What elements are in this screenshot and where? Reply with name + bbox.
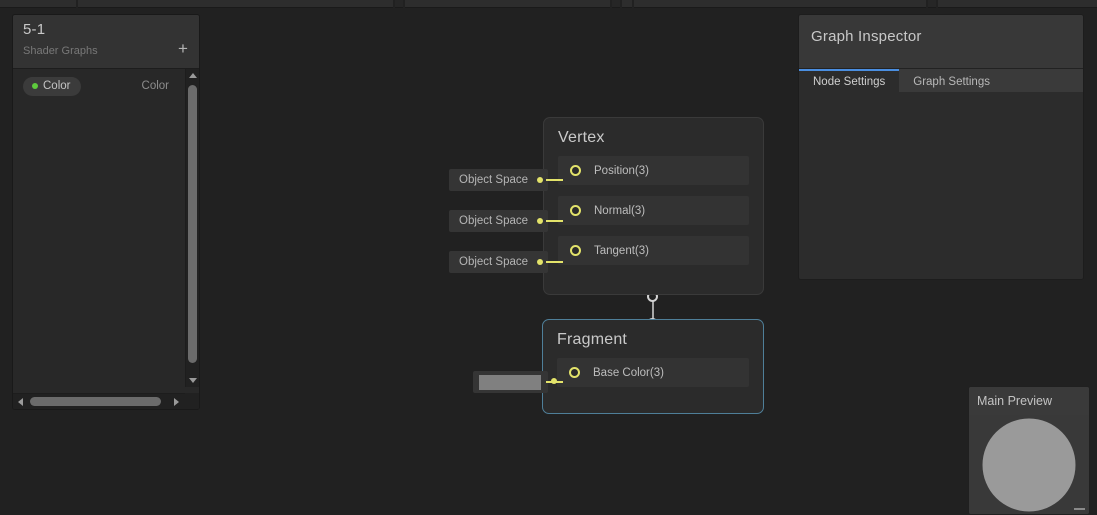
color-swatch[interactable] [479, 374, 541, 390]
port-connector-icon[interactable] [570, 244, 581, 256]
blackboard-property-list: Color Color [13, 69, 185, 97]
blackboard-header: 5-1 Shader Graphs + [13, 15, 199, 69]
add-property-button[interactable]: + [178, 39, 188, 58]
vertex-node[interactable]: Vertex Position(3) Normal(3) Tangent(3) [543, 117, 764, 295]
main-preview-title: Main Preview [977, 393, 1053, 408]
swatch-output-dot-icon[interactable] [551, 378, 557, 384]
property-type-label: Color [141, 80, 169, 92]
port-connector-icon[interactable] [569, 366, 580, 378]
tab-node-settings[interactable]: Node Settings [799, 69, 900, 92]
fragment-node-title: Fragment [557, 331, 628, 348]
horizontal-scroll-thumb[interactable] [30, 397, 161, 406]
base-color-swatch-field[interactable] [473, 371, 548, 393]
inspector-tab-bar[interactable]: Node Settings Graph Settings [799, 69, 1083, 92]
port-label: Base Color(3) [593, 366, 664, 379]
port-wire [546, 179, 563, 181]
toolbar-segment[interactable] [78, 0, 393, 8]
port-connector-icon[interactable] [570, 204, 581, 216]
inspector-content-area [799, 92, 1083, 279]
main-preview-viewport[interactable] [969, 415, 1089, 514]
toolbar-segment[interactable] [612, 0, 620, 8]
resize-handle[interactable] [1074, 508, 1085, 510]
main-preview-panel[interactable]: Main Preview [968, 386, 1090, 515]
toolbar-segment[interactable] [928, 0, 936, 8]
port-label: Normal(3) [594, 204, 646, 217]
toolbar-segment[interactable] [622, 0, 632, 8]
scrollbar-corner [185, 393, 199, 409]
blackboard-body[interactable]: Color Color [13, 69, 199, 409]
tangent-space-dropdown[interactable]: Object Space [449, 251, 548, 273]
port-row-normal[interactable]: Normal(3) [558, 196, 749, 225]
port-label: Tangent(3) [594, 244, 649, 257]
blackboard-horizontal-scrollbar[interactable] [13, 393, 199, 409]
dropdown-value: Object Space [459, 215, 529, 227]
graph-canvas[interactable]: 5-1 Shader Graphs + Color Color [0, 10, 1097, 515]
blackboard-panel[interactable]: 5-1 Shader Graphs + Color Color [12, 14, 200, 410]
normal-space-dropdown[interactable]: Object Space [449, 210, 548, 232]
fragment-node[interactable]: Fragment Base Color(3) [542, 319, 764, 414]
dropdown-output-dot-icon[interactable] [537, 218, 544, 224]
blackboard-title: 5-1 [23, 21, 46, 38]
vertex-node-title: Vertex [558, 129, 605, 146]
port-row-base-color[interactable]: Base Color(3) [557, 358, 749, 387]
scroll-left-arrow-icon[interactable] [14, 395, 27, 408]
graph-inspector-title: Graph Inspector [811, 28, 922, 45]
dropdown-value: Object Space [459, 174, 529, 186]
dropdown-output-dot-icon[interactable] [537, 259, 544, 265]
position-space-dropdown[interactable]: Object Space [449, 169, 548, 191]
property-type-dot-icon [32, 83, 38, 89]
node-connection-wire [652, 297, 654, 324]
toolbar-segment[interactable] [395, 0, 403, 8]
toolbar-segment[interactable] [938, 0, 1097, 8]
graph-inspector-panel[interactable]: Graph Inspector Node Settings Graph Sett… [798, 14, 1084, 280]
port-wire [546, 261, 563, 263]
blackboard-vertical-scrollbar[interactable] [185, 69, 199, 387]
toolbar-strip [0, 0, 1097, 10]
vertical-scroll-thumb[interactable] [188, 85, 197, 363]
toolbar-segment[interactable] [405, 0, 610, 8]
toolbar-segment[interactable] [634, 0, 926, 8]
blackboard-subtitle: Shader Graphs [23, 45, 98, 57]
toolbar-segment[interactable] [0, 0, 76, 8]
scroll-down-arrow-icon[interactable] [186, 374, 199, 387]
scroll-right-arrow-icon[interactable] [170, 395, 183, 408]
tab-graph-settings[interactable]: Graph Settings [913, 75, 990, 88]
port-row-tangent[interactable]: Tangent(3) [558, 236, 749, 265]
port-connector-icon[interactable] [570, 164, 581, 176]
list-item[interactable]: Color Color [13, 75, 185, 97]
dropdown-output-dot-icon[interactable] [537, 177, 544, 183]
port-wire [546, 220, 563, 222]
port-label: Position(3) [594, 164, 649, 177]
property-name: Color [43, 79, 71, 92]
main-preview-header[interactable]: Main Preview [969, 387, 1089, 415]
scroll-up-arrow-icon[interactable] [186, 69, 199, 82]
preview-sphere [982, 418, 1076, 511]
port-row-position[interactable]: Position(3) [558, 156, 749, 185]
graph-inspector-header: Graph Inspector [799, 15, 1083, 69]
property-chip-color[interactable]: Color [23, 76, 82, 96]
dropdown-value: Object Space [459, 256, 529, 268]
